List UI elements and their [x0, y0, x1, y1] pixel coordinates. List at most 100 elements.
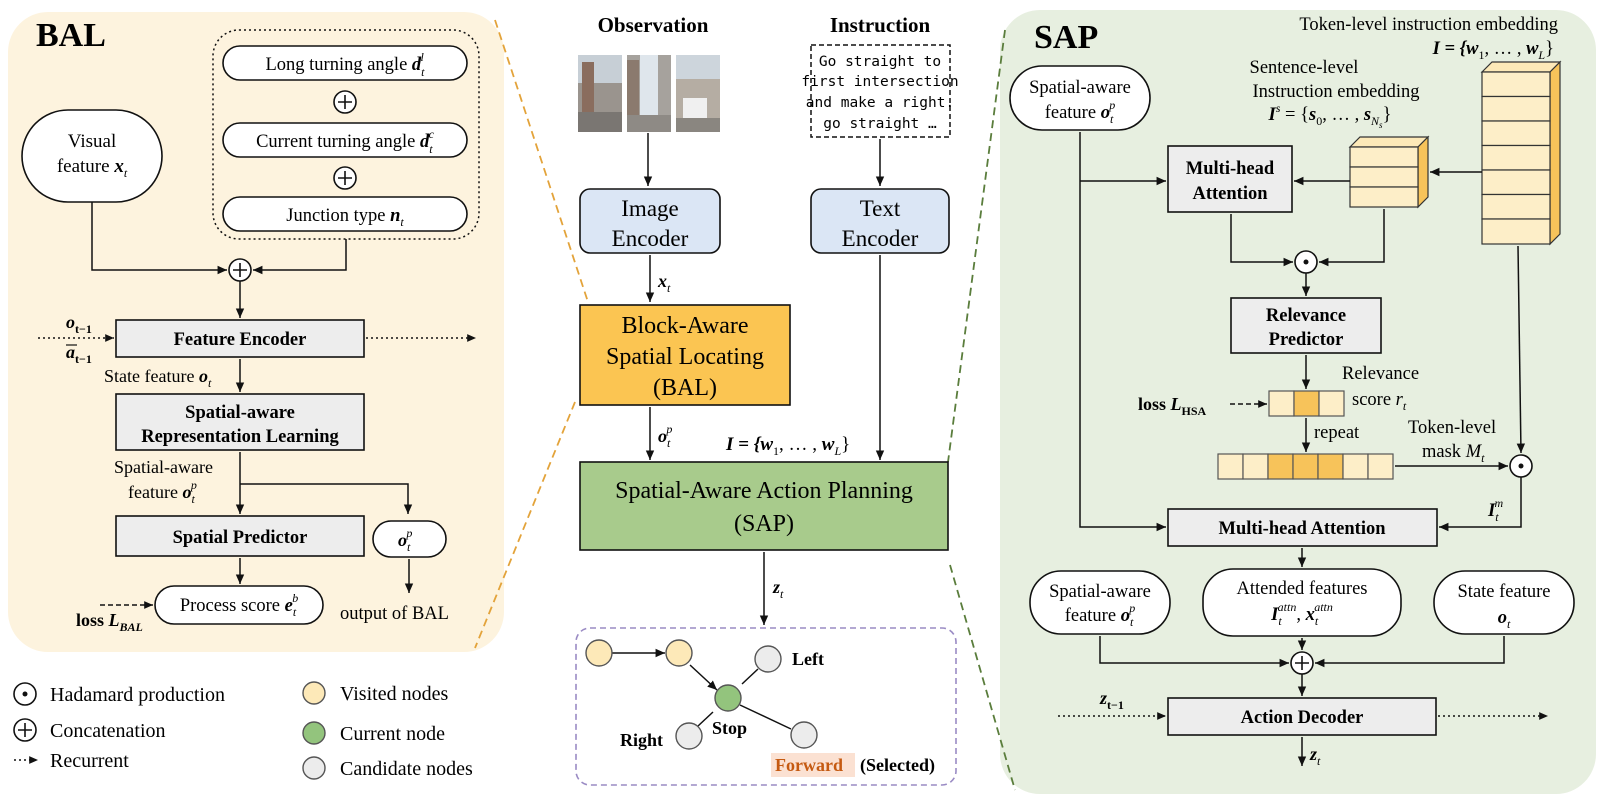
image-encoder-label: Encoder: [612, 226, 689, 251]
candidate-node-right: [675, 722, 703, 750]
observation-title: Observation: [598, 13, 709, 37]
o-prev-label: ot−1: [66, 312, 92, 336]
feature-encoder-label: Feature Encoder: [174, 330, 307, 350]
forward-label: Forward: [775, 755, 843, 775]
instruction-line: go straight …: [823, 116, 937, 132]
spatial-aware-symbol: feature otp: [128, 478, 197, 506]
sentence-embedding-symbol: Is = {s0, … , sNs}: [1268, 101, 1392, 130]
text-encoder-box: [810, 188, 950, 254]
long-turning-angle-box: [222, 45, 468, 81]
sap-box-label: (SAP): [734, 511, 794, 537]
z-prev-label: zt−1: [1099, 688, 1124, 712]
current-node: [714, 684, 742, 712]
attended-features-label: Attended features: [1237, 579, 1368, 599]
visual-feature-symbol: feature xt: [57, 156, 128, 180]
spatial-aware-label: Spatial-aware: [114, 457, 213, 477]
i-t-m-label: Itm: [1487, 496, 1504, 524]
relevance-score-symbol: score rt: [1352, 390, 1407, 413]
z-t-output-label: zt: [1309, 744, 1321, 768]
bal-loss-label: loss LBAL: [76, 610, 143, 634]
text-encoder-label: Encoder: [842, 226, 919, 251]
legend: Hadamard production Concatenation Recurr…: [13, 681, 473, 780]
spatial-aware-feature-symbol: feature otp: [1045, 98, 1116, 126]
legend-current-label: Current node: [340, 723, 445, 745]
sap-box: [579, 461, 949, 551]
junction-type-box: [222, 196, 468, 232]
spatial-aware-feature-label: Spatial-aware: [1049, 582, 1151, 602]
spatial-aware-feature-node-2: [1029, 570, 1171, 635]
image-encoder-box: [579, 188, 721, 254]
current-turning-angle-box: [222, 122, 468, 158]
token-embedding-title: Token-level instruction embedding: [1299, 15, 1558, 35]
visual-feature-label: Visual: [68, 131, 116, 152]
bal-title: BAL: [36, 17, 106, 54]
text-encoder-label: Text: [860, 196, 901, 221]
legend-hadamard-label: Hadamard production: [50, 684, 225, 706]
visited-node: [665, 639, 693, 667]
bal-box-label: Block-Aware: [621, 313, 748, 339]
observation-images: [578, 55, 720, 132]
candidate-node-icon: [302, 756, 326, 780]
token-mask-cells: [1217, 453, 1394, 480]
instruction-text-box: [810, 44, 951, 138]
spatial-aware-feature-label: Spatial-aware: [1029, 78, 1131, 98]
feature-encoder-box: [115, 319, 365, 358]
sap-box-label: Spatial-Aware Action Planning: [615, 478, 913, 504]
relevance-predictor-label: Relevance: [1266, 306, 1346, 326]
legend-candidate-label: Candidate nodes: [340, 758, 473, 780]
junction-type-label: Junction type nt: [286, 206, 404, 229]
multi-head-attention-1-box: [1167, 145, 1293, 213]
bal-inputs-group: [212, 29, 480, 240]
state-feature-node: [1433, 570, 1575, 635]
x-t-label: xt: [657, 271, 671, 295]
mha1-label: Attention: [1192, 184, 1268, 204]
mha2-label: Multi-head Attention: [1218, 519, 1386, 539]
state-feature-symbol: ot: [1498, 608, 1511, 631]
spatial-aware-feature-symbol: feature otp: [1065, 601, 1136, 629]
attended-features-node: [1202, 568, 1402, 637]
sarl-label-1: Spatial-aware: [185, 403, 295, 423]
bal-box-label: Spatial Locating: [606, 344, 764, 370]
spatial-predictor-box: [115, 515, 365, 557]
visited-node-icon: [302, 681, 326, 705]
legend-recurrent-label: Recurrent: [50, 750, 129, 772]
bal-output-label: output of BAL: [340, 604, 449, 624]
multi-head-attention-2-box: [1167, 508, 1438, 547]
sap-zoom-line-top: [947, 29, 1006, 463]
sarl-label-2: Representation Learning: [141, 427, 339, 447]
sentence-embedding-stack: [1348, 135, 1430, 209]
long-turning-angle-label: Long turning angle dtl: [265, 50, 425, 79]
token-mask-symbol: mask Mt: [1422, 442, 1485, 465]
action-decoder-label: Action Decoder: [1241, 708, 1364, 728]
hsa-loss-label: loss LHSA: [1138, 394, 1207, 418]
stop-label: Stop: [712, 718, 747, 738]
spatial-aware-feature-node: [1009, 65, 1151, 131]
z-t-label: zt: [772, 577, 784, 601]
instruction-line: first intersection: [801, 74, 958, 90]
relevance-predictor-label: Predictor: [1269, 330, 1344, 350]
sap-title: SAP: [1034, 19, 1098, 56]
relevance-predictor-box: [1230, 297, 1382, 354]
relevance-score-label: Relevance: [1342, 364, 1419, 384]
token-embedding-symbol: I = {w1, … , wL}: [1432, 39, 1554, 62]
relevance-score-cells: [1268, 390, 1345, 417]
visited-node: [585, 639, 613, 667]
sentence-embedding-title: Instruction embedding: [1253, 82, 1420, 102]
instruction-line: and make a right.: [806, 95, 954, 111]
bal-output-node: [372, 520, 447, 558]
repeat-label: repeat: [1314, 423, 1360, 443]
legend-concat-label: Concatenation: [50, 720, 166, 742]
mha1-label: Multi-head: [1186, 159, 1275, 179]
action-graph-box: [575, 627, 957, 786]
legend-visited-label: Visited nodes: [340, 683, 448, 705]
bal-zoom-line-bottom: [474, 401, 576, 649]
candidate-node-left: [754, 645, 782, 673]
process-score-node: [154, 585, 324, 625]
right-label: Right: [620, 730, 663, 750]
left-label: Left: [792, 649, 824, 669]
bal-zoom-line-top: [494, 19, 589, 303]
current-node-icon: [302, 721, 326, 745]
o-t-p-label: otp: [658, 422, 672, 450]
token-embedding-stack: [1480, 60, 1562, 246]
